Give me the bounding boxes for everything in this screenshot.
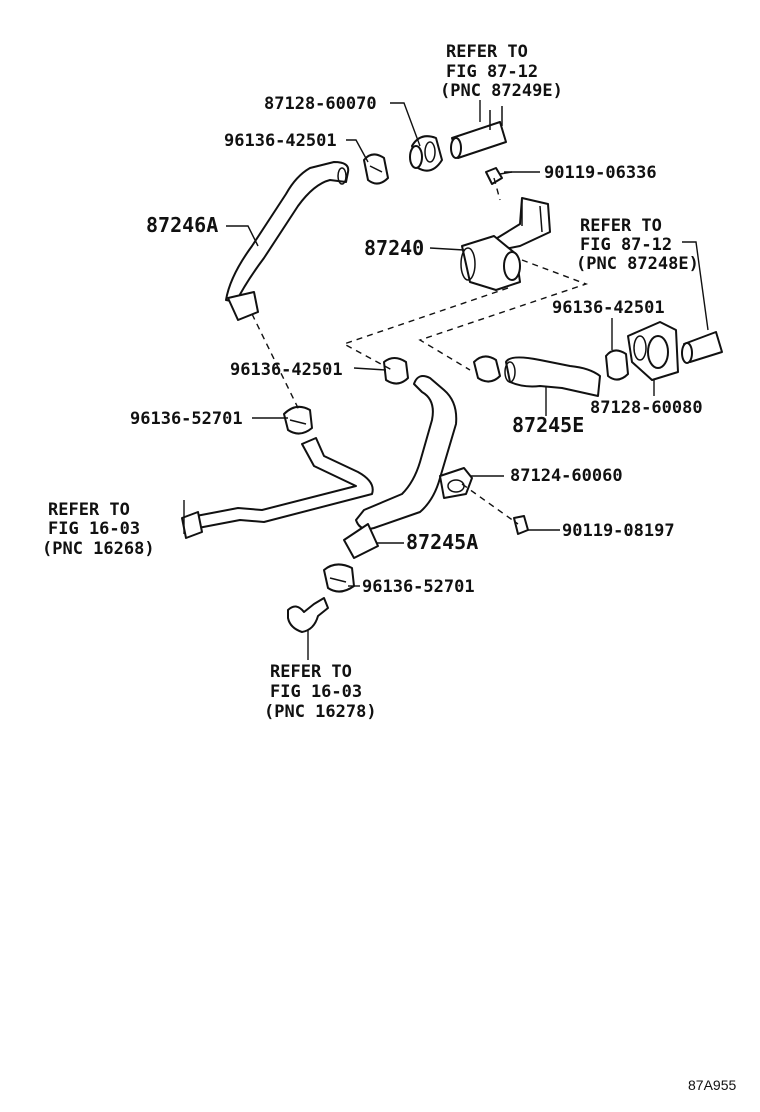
part-label-87124-60060: 87124-60060 <box>510 466 623 486</box>
svg-text:FIG 87-12: FIG 87-12 <box>446 62 538 82</box>
svg-text:REFER TO: REFER TO <box>446 42 528 62</box>
hose-87245e-icon <box>504 356 601 397</box>
hose-icon <box>225 161 350 321</box>
svg-text:FIG 16-03: FIG 16-03 <box>48 519 140 539</box>
svg-text:(PNC 87249E): (PNC 87249E) <box>440 81 563 101</box>
svg-text:(PNC 16278): (PNC 16278) <box>264 702 377 722</box>
clamp-52701-a-icon <box>283 405 313 435</box>
pipe-top-icon <box>450 106 507 159</box>
part-label-90119-06336: 90119-06336 <box>544 163 657 183</box>
clamp-left-mid-icon <box>383 357 409 385</box>
hose-87245a-icon <box>343 375 458 559</box>
svg-text:(PNC 87248E): (PNC 87248E) <box>576 254 699 274</box>
clamp-icon <box>363 153 389 185</box>
svg-text:REFER TO: REFER TO <box>580 216 662 236</box>
pipe-right-icon <box>681 331 723 364</box>
bracket-icon <box>439 467 473 499</box>
long-pipe-icon <box>181 437 374 539</box>
part-label-87246a: 87246A <box>146 213 218 237</box>
part-label-96136-42501-top: 96136-42501 <box>224 131 337 151</box>
bolt-lower-icon <box>513 515 529 535</box>
part-label-90119-08197: 90119-08197 <box>562 521 675 541</box>
svg-text:FIG 87-12: FIG 87-12 <box>580 235 672 255</box>
clamp-52701-b-icon <box>323 563 355 593</box>
part-label-87128-60080: 87128-60080 <box>590 398 703 418</box>
refer-note-bottom: REFER TO FIG 16-03 (PNC 16278) <box>264 662 377 722</box>
part-label-96136-52701-bottom: 96136-52701 <box>362 577 475 597</box>
refer-note-right: REFER TO FIG 87-12 (PNC 87248E) <box>576 216 699 274</box>
bolt-icon <box>485 167 513 185</box>
figure-code: 87A955 <box>688 1077 736 1093</box>
clamp-mid-icon <box>473 355 501 383</box>
svg-text:FIG 16-03: FIG 16-03 <box>270 682 362 702</box>
grommet-icon <box>409 135 443 172</box>
part-label-87245a: 87245A <box>406 530 478 554</box>
grommet-right-icon <box>627 321 679 381</box>
elbow-pipe-icon <box>287 597 329 633</box>
part-label-96136-52701-top: 96136-52701 <box>130 409 243 429</box>
refer-note-left: REFER TO FIG 16-03 (PNC 16268) <box>42 500 155 559</box>
part-label-87128-60070: 87128-60070 <box>264 94 377 114</box>
svg-text:(PNC 16268): (PNC 16268) <box>42 539 155 559</box>
clamp-right-icon <box>605 349 629 381</box>
refer-note-top: REFER TO FIG 87-12 (PNC 87249E) <box>440 42 563 101</box>
part-label-96136-42501-right: 96136-42501 <box>552 298 665 318</box>
part-label-87245e: 87245E <box>512 413 584 437</box>
svg-text:REFER TO: REFER TO <box>270 662 352 682</box>
valve-icon <box>460 197 551 291</box>
leader-lines <box>183 100 709 660</box>
part-label-87240: 87240 <box>364 236 424 260</box>
svg-text:REFER TO: REFER TO <box>48 500 130 520</box>
part-label-96136-42501-mid: 96136-42501 <box>230 360 343 380</box>
dashed-guide-lines <box>251 177 589 525</box>
